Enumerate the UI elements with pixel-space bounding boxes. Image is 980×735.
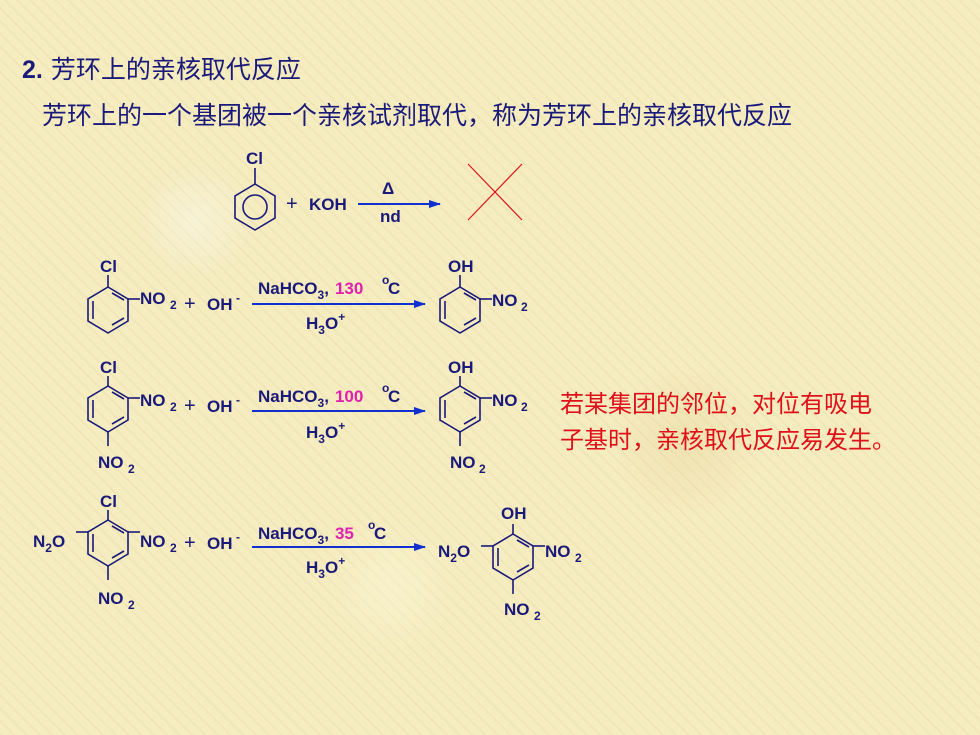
r3-oh: OH: [207, 534, 233, 553]
r3-product-no-right: NO: [545, 542, 571, 561]
r2-product-no-bottom-sub: 2: [479, 462, 486, 476]
r1-unit: C: [388, 279, 400, 298]
r1-no: NO: [140, 289, 166, 308]
r2-cond-reagent: NaHCO3,100: [258, 387, 363, 410]
r0-below: nd: [380, 207, 401, 226]
r1-oh-charge: -: [236, 291, 240, 305]
r3-product-no-bottom: NO: [504, 600, 530, 619]
r3-deg: o: [368, 518, 375, 532]
r2-oh-charge: -: [236, 393, 240, 407]
benzene-ring-r1-product: [439, 275, 492, 334]
r3-product-no-right-sub: 2: [575, 551, 582, 565]
r2-no-right: NO: [140, 391, 166, 410]
reaction-0: Cl + KOH Δ nd: [234, 149, 523, 231]
r2-no-right-sub: 2: [170, 400, 177, 414]
r2-product-oh: OH: [448, 358, 474, 377]
benzene-ring-r3-product: [481, 524, 545, 594]
r3-n2o: N2O: [33, 532, 65, 555]
section-title: 芳环上的亲核取代反应: [50, 55, 301, 84]
r2-h3o: H3O+: [306, 419, 345, 446]
r3-cond-reagent: NaHCO3,35: [258, 524, 354, 547]
r3-h3o: H3O+: [306, 554, 345, 581]
r3-plus: +: [184, 532, 196, 554]
section-heading: 2. 芳环上的亲核取代反应: [22, 50, 301, 86]
intro-text: 芳环上的一个基团被一个亲核试剂取代，称为芳环上的亲核取代反应: [42, 101, 793, 130]
r1-deg: o: [382, 273, 389, 287]
reaction-2: Cl NO 2 NO 2 + OH - NaHCO3,100 o C H3O+ …: [87, 358, 528, 476]
r3-product-oh: OH: [501, 504, 527, 523]
r3-no-bottom: NO: [98, 589, 124, 608]
r3-no-right: NO: [140, 532, 166, 551]
r0-plus: +: [286, 193, 298, 215]
r3-product-no-bottom-sub: 2: [534, 609, 541, 623]
benzene-ring-r2-reactant: [87, 376, 140, 446]
benzene-ring-r3-reactant: [76, 510, 140, 580]
r2-product-no-right-sub: 2: [521, 400, 528, 414]
note-line-1: 若某集团的邻位，对位有吸电: [560, 390, 872, 418]
r3-no-right-sub: 2: [170, 541, 177, 555]
r3-cl: Cl: [100, 492, 117, 511]
r1-product-no-sub: 2: [521, 300, 528, 314]
r3-product-n2o: N2O: [438, 542, 470, 565]
r2-unit: C: [388, 387, 400, 406]
r2-product-no-right: NO: [492, 391, 518, 410]
no-reaction-cross-icon: [467, 163, 523, 221]
section-number: 2.: [22, 56, 43, 84]
benzene-ring-r2-product: [439, 376, 492, 446]
note-line-2: 子基时，亲核取代反应易发生。: [560, 426, 896, 454]
r2-deg: o: [382, 381, 389, 395]
r1-oh: OH: [207, 295, 233, 314]
r1-no-sub: 2: [170, 298, 177, 312]
r2-oh: OH: [207, 397, 233, 416]
r1-plus: +: [184, 293, 196, 315]
r2-no-bottom: NO: [98, 453, 124, 472]
r2-plus: +: [184, 395, 196, 417]
r3-unit: C: [374, 524, 386, 543]
reaction-3: Cl N2O NO 2 NO 2 + OH - NaHCO3,35 o C H3…: [33, 492, 582, 623]
r0-delta: Δ: [382, 179, 394, 198]
r1-h3o: H3O+: [306, 310, 345, 337]
benzene-ring-chloro: [234, 168, 276, 231]
benzene-ring-r1-reactant: [87, 275, 140, 334]
r3-oh-charge: -: [236, 530, 240, 544]
r1-product-oh: OH: [448, 257, 474, 276]
r2-no-bottom-sub: 2: [128, 462, 135, 476]
r3-no-bottom-sub: 2: [128, 598, 135, 612]
reaction-1: Cl NO 2 + OH - NaHCO3,130 o C H3O+ OH NO…: [87, 257, 528, 337]
r0-substituent-cl: Cl: [246, 149, 263, 168]
note-text: 若某集团的邻位，对位有吸电 子基时，亲核取代反应易发生。: [560, 386, 980, 458]
r1-cond-reagent: NaHCO3,130: [258, 279, 363, 302]
r2-cl: Cl: [100, 358, 117, 377]
r2-product-no-bottom: NO: [450, 453, 476, 472]
r1-cl: Cl: [100, 257, 117, 276]
r0-reagent-koh: KOH: [309, 195, 347, 214]
r1-product-no: NO: [492, 291, 518, 310]
